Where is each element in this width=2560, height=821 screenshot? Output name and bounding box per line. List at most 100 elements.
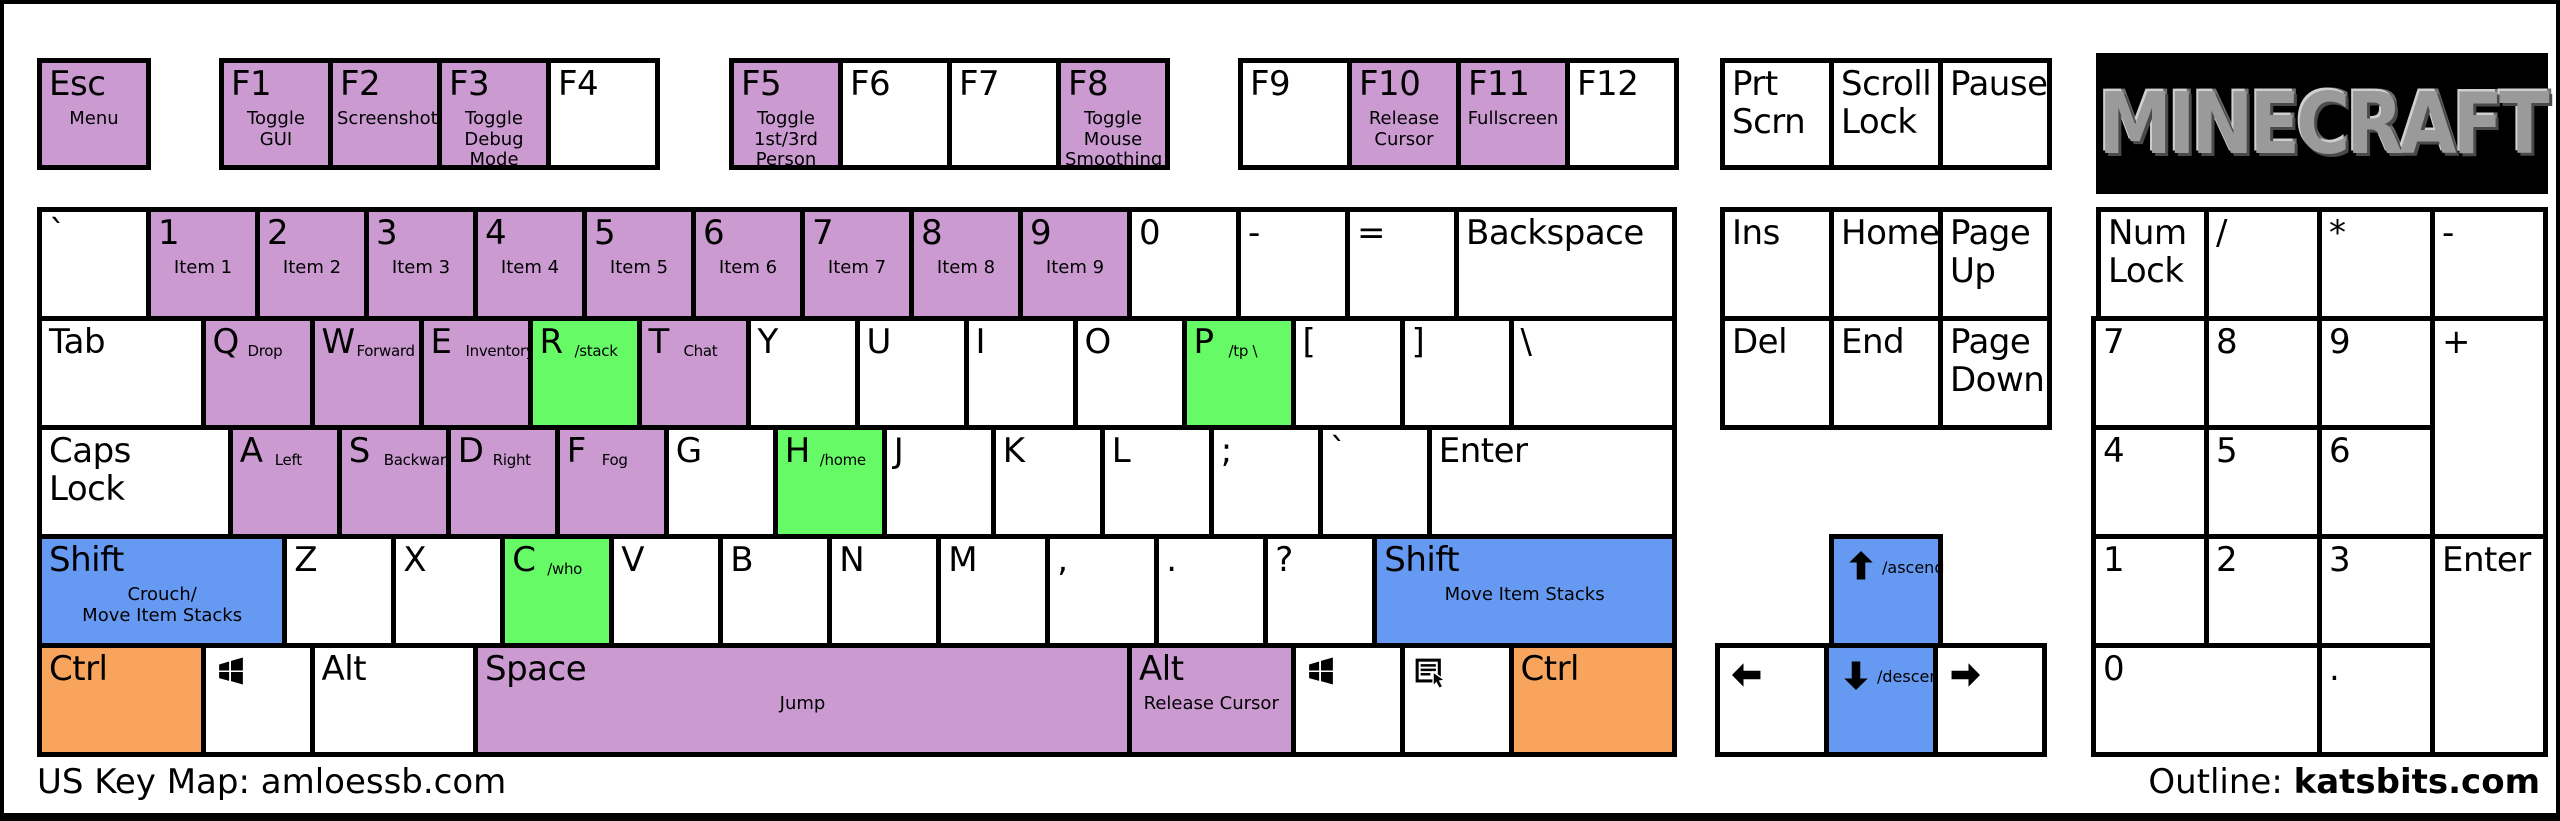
key-binding-label: Screenshot xyxy=(337,108,438,129)
key-label: ` xyxy=(49,213,66,253)
key-binding-label: Item 6 xyxy=(718,257,778,278)
key-label: J xyxy=(893,431,904,471)
key-label: ] xyxy=(1411,322,1425,362)
key-binding-label: Menu xyxy=(69,108,119,129)
key-label: Enter xyxy=(1438,431,1528,471)
key-equals: = xyxy=(1345,207,1459,321)
key-label: ; xyxy=(1220,431,1232,471)
key-left-alt: Alt xyxy=(309,643,478,757)
key-label: - xyxy=(1248,213,1260,253)
key-x: X xyxy=(391,534,506,648)
key-label: N xyxy=(839,540,865,580)
key-label: - xyxy=(2442,213,2454,253)
key-o: O xyxy=(1072,316,1187,430)
key-label: D xyxy=(457,431,484,471)
key-binding-label: Item 7 xyxy=(827,257,887,278)
key-numpad-3: 3 xyxy=(2317,534,2435,648)
key-bracket-right: ] xyxy=(1399,316,1514,430)
outline-credit-label: Outline: xyxy=(2148,762,2294,802)
key-label: O xyxy=(1084,322,1112,362)
key-period: . xyxy=(1154,534,1269,648)
key-v: V xyxy=(609,534,724,648)
key-numpad-7: 7 xyxy=(2091,316,2209,430)
key-label: F7 xyxy=(959,64,1000,104)
key-page-up: Page Up xyxy=(1938,207,2052,321)
key-binding-label: Chat xyxy=(683,342,718,360)
key-backspace: Backspace xyxy=(1454,207,1677,321)
outline-credit: Outline: katsbits.com xyxy=(2148,762,2540,802)
key-numpad-plus: + xyxy=(2430,316,2548,539)
key-label: A xyxy=(239,431,263,471)
key-label: Alt xyxy=(1139,649,1184,689)
key-binding-label: Item 1 xyxy=(173,257,233,278)
key-label: Page Up xyxy=(1950,213,2031,292)
key-numpad-minus: - xyxy=(2430,207,2548,321)
key-page-down: Page Down xyxy=(1938,316,2052,430)
key-label: 0 xyxy=(2103,649,2125,689)
key-label: 9 xyxy=(2329,322,2351,362)
key-label: R xyxy=(539,322,564,362)
key-label: 4 xyxy=(2103,431,2125,471)
key-left-win xyxy=(200,643,315,757)
key-binding-label: Forward xyxy=(356,342,416,360)
key-label: F2 xyxy=(340,64,381,104)
key-label: H xyxy=(784,431,811,471)
key-label: 1 xyxy=(158,213,180,253)
key-numpad-4: 4 xyxy=(2091,425,2209,539)
key-del: Del xyxy=(1720,316,1834,430)
key-label: 4 xyxy=(485,213,507,253)
key-label: . xyxy=(1166,540,1177,580)
key-numpad-5: 5 xyxy=(2204,425,2322,539)
key-label: Page Down xyxy=(1950,322,2045,401)
key-label: Ctrl xyxy=(49,649,108,689)
key-label: U xyxy=(866,322,892,362)
arrow-cluster: /ascend/descend xyxy=(1715,534,2052,757)
key-label: V xyxy=(621,540,645,580)
key-f9: F9 xyxy=(1238,58,1352,170)
key-binding-label: Jump xyxy=(779,693,826,714)
key-label: G xyxy=(675,431,702,471)
key-f6: F6 xyxy=(838,58,952,170)
key-binding-label: /home xyxy=(819,451,866,469)
key-m: M xyxy=(936,534,1051,648)
key-label: W xyxy=(321,322,356,362)
key-label: F10 xyxy=(1359,64,1421,104)
key-p: P/tp \ xyxy=(1181,316,1296,430)
key-label: Alt xyxy=(321,649,367,689)
key-left-ctrl: Ctrl xyxy=(37,643,206,757)
key-label: 5 xyxy=(594,213,616,253)
key-numpad-1: 1 xyxy=(2091,534,2209,648)
key-label: Scroll Lock xyxy=(1841,64,1932,143)
key-binding-label: Release Cursor xyxy=(1368,108,1440,150)
key-label: 5 xyxy=(2216,431,2238,471)
key-j: J xyxy=(881,425,996,539)
key-binding-label: Item 2 xyxy=(282,257,342,278)
key-arrow-left xyxy=(1715,643,1829,757)
key-label: Esc xyxy=(49,64,106,104)
arrow-down-icon xyxy=(1837,656,1875,694)
key-label: K xyxy=(1002,431,1025,471)
key-l: L xyxy=(1099,425,1214,539)
key-quote: ` xyxy=(1317,425,1432,539)
key-label: * xyxy=(2329,213,2346,253)
key-label: Backspace xyxy=(1466,213,1644,253)
key-label: + xyxy=(2442,322,2471,362)
